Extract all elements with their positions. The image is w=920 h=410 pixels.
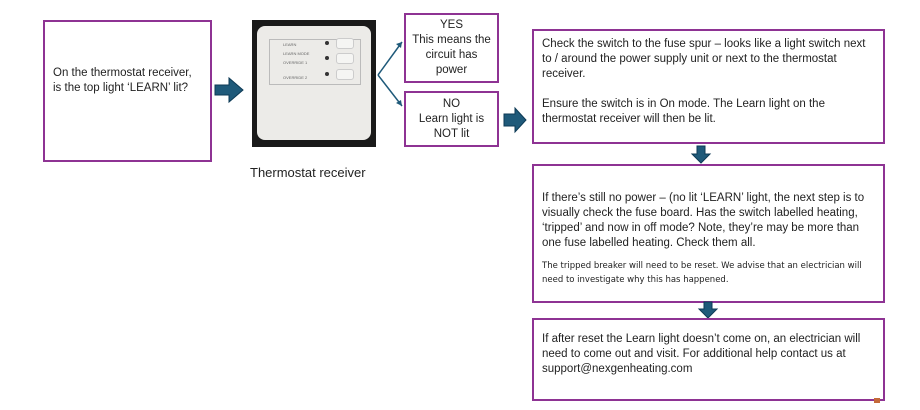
arrow-down-icon	[690, 145, 712, 164]
no-description: Learn light is NOT lit	[418, 113, 485, 140]
led-label: OVERRIDE 2	[283, 75, 308, 80]
led-icon	[325, 41, 329, 45]
thermostat-button	[336, 53, 354, 64]
led-label: LEARN MODE	[283, 51, 310, 56]
arrow-right-icon	[503, 106, 527, 134]
step1-box: Check the switch to the fuse spur – look…	[532, 29, 885, 144]
led-icon	[325, 72, 329, 76]
no-box: NO Learn light is NOT lit	[404, 91, 499, 147]
yes-label: YES	[439, 19, 463, 31]
step2-box: If there’s still no power – (no lit ‘LEA…	[532, 164, 885, 303]
arrow-right-icon	[214, 76, 244, 104]
question-box: On the thermostat receiver, is the top l…	[43, 20, 212, 162]
led-icon	[325, 56, 329, 60]
thermostat-image: LEARN LEARN MODE OVERRIDE 1 OVERRIDE 2	[252, 20, 376, 147]
arrow-down-icon	[697, 301, 719, 319]
question-text: On the thermostat receiver, is the top l…	[53, 67, 192, 94]
branch-arrows-icon	[377, 41, 403, 107]
step2-text: If there’s still no power – (no lit ‘LEA…	[542, 192, 865, 249]
yes-description: This means the circuit has power	[412, 34, 491, 76]
step1-text: Ensure the switch is in On mode. The Lea…	[542, 98, 825, 125]
thermostat-caption: Thermostat receiver	[250, 165, 366, 180]
step2-note: The tripped breaker will need to be rese…	[542, 261, 862, 285]
corner-accent	[874, 398, 880, 403]
yes-box: YES This means the circuit has power	[404, 13, 499, 83]
led-label: LEARN	[283, 42, 297, 47]
thermostat-button	[336, 38, 354, 49]
no-label: NO	[442, 98, 461, 110]
led-label: OVERRIDE 1	[283, 60, 308, 65]
step3-box: If after reset the Learn light doesn’t c…	[532, 318, 885, 401]
thermostat-button	[336, 69, 354, 80]
step3-text: If after reset the Learn light doesn’t c…	[542, 333, 861, 375]
step1-text: Check the switch to the fuse spur – look…	[542, 38, 866, 80]
